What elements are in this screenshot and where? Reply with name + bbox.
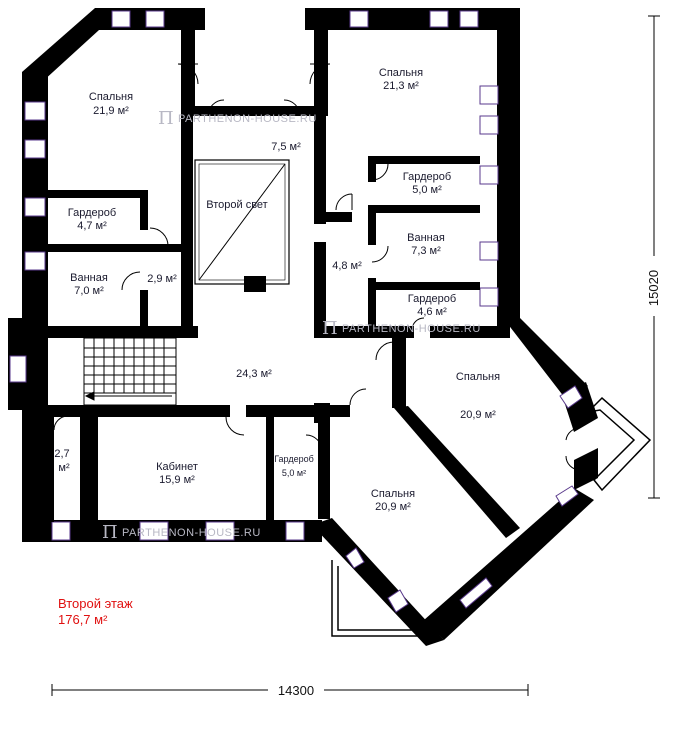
dimension-height-label: 15020 bbox=[646, 270, 661, 306]
watermark-text-mid: PARTHENON-HOUSE.RU bbox=[342, 323, 481, 335]
floor-title: Второй этаж bbox=[58, 596, 133, 611]
watermark-logo-icon: Π bbox=[322, 318, 338, 339]
room-name-bedroom-nw: Спальня bbox=[89, 91, 133, 103]
room-name-bedroom-se2: Спальня bbox=[371, 488, 415, 500]
room-area-bath-w: 7,0 м² bbox=[74, 285, 104, 297]
room-name-bath-e: Ванная bbox=[407, 232, 445, 244]
room-name-storage-sw: 2,7 bbox=[54, 448, 69, 460]
room-name-wardrobe-ne2: Гардероб bbox=[408, 293, 456, 305]
room-name-bedroom-se1: Спальня bbox=[456, 371, 500, 383]
room-area-wardrobe-ne2: 4,6 м² bbox=[417, 306, 447, 318]
room-area-wardrobe-s: 5,0 м² bbox=[282, 468, 306, 478]
room-area-bedroom-se2: 20,9 м² bbox=[375, 501, 411, 513]
room-name-second-light: Второй свет bbox=[206, 199, 267, 211]
dimension-width: 14300 bbox=[51, 682, 529, 698]
dimension-height: 15020 bbox=[646, 15, 662, 499]
room-area-storage-sw: м² bbox=[58, 462, 70, 474]
dimension-width-label: 14300 bbox=[278, 683, 314, 698]
balconies bbox=[331, 396, 652, 637]
watermarks: Π PARTHENON-HOUSE.RU Π PARTHENON-HOUSE.R… bbox=[102, 108, 481, 543]
watermark-logo-icon: Π bbox=[102, 522, 118, 543]
room-area-bedroom-ne: 21,3 м² bbox=[383, 80, 419, 92]
room-name-wardrobe-ne1: Гардероб bbox=[403, 171, 451, 183]
second-light-void bbox=[194, 159, 290, 292]
room-area-bedroom-se1: 20,9 м² bbox=[460, 409, 496, 421]
room-name-study: Кабинет bbox=[156, 461, 198, 473]
room-name-bedroom-ne: Спальня bbox=[379, 67, 423, 79]
floor-caption: Второй этаж 176,7 м² bbox=[58, 596, 133, 628]
room-area-wardrobe-ne1: 5,0 м² bbox=[412, 184, 442, 196]
room-area-study: 15,9 м² bbox=[159, 474, 195, 486]
watermark-text-bottom: PARTHENON-HOUSE.RU bbox=[122, 527, 261, 539]
windows bbox=[9, 8, 583, 613]
room-name-wardrobe-s: Гардероб bbox=[274, 454, 314, 464]
room-area-wardrobe-w: 4,7 м² bbox=[77, 220, 107, 232]
watermark-text-top: PARTHENON-HOUSE.RU bbox=[178, 113, 317, 125]
interior-walls bbox=[48, 30, 520, 538]
room-labels: Спальня 21,9 м² Спальня 21,3 м² 7,5 м² В… bbox=[54, 67, 500, 513]
floor-area: 176,7 м² bbox=[58, 612, 108, 627]
room-name-bath-w: Ванная bbox=[70, 272, 108, 284]
room-name-wardrobe-w: Гардероб bbox=[68, 207, 116, 219]
watermark-logo-icon: Π bbox=[158, 108, 174, 129]
doors bbox=[53, 63, 581, 589]
room-area-bedroom-nw: 21,9 м² bbox=[93, 105, 129, 117]
room-area-bath-e: 7,3 м² bbox=[411, 245, 441, 257]
room-area-hall-top: 7,5 м² bbox=[271, 141, 301, 153]
room-area-corridor-e: 4,8 м² bbox=[332, 260, 362, 272]
staircase bbox=[83, 337, 177, 406]
room-area-hall-main: 24,3 м² bbox=[236, 368, 272, 380]
room-area-corridor-w: 2,9 м² bbox=[147, 273, 177, 285]
